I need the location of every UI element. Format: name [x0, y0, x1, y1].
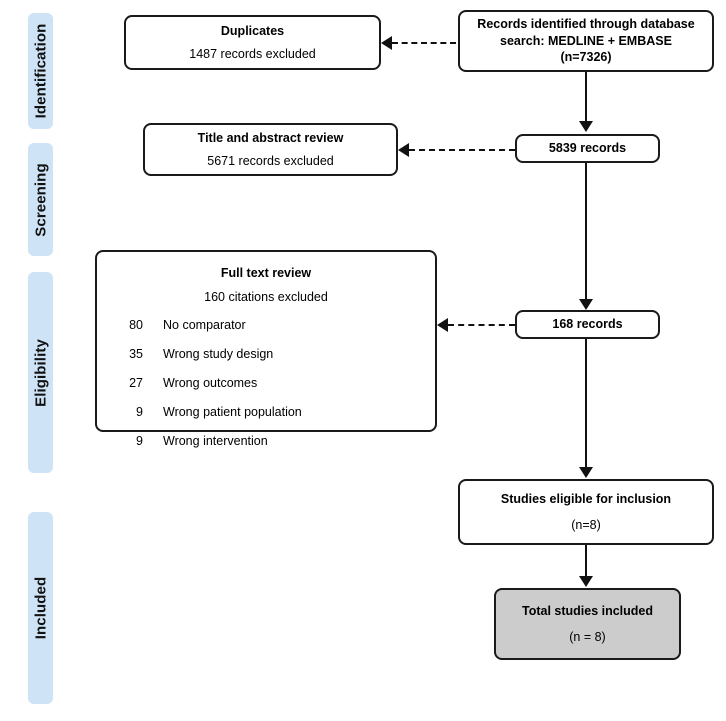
exclusion-reason-list: 80 No comparator 35 Wrong study design 2… [97, 318, 435, 448]
reason-text: Wrong intervention [163, 434, 268, 448]
arrowhead-full-text [437, 318, 448, 332]
duplicates-title: Duplicates [220, 23, 285, 38]
box-records-after-dedup: 5839 records [515, 134, 660, 163]
connector-dashed-duplicates [392, 42, 456, 44]
list-item: 9 Wrong intervention [97, 434, 435, 448]
eligible-count: (n=8) [571, 517, 601, 532]
phase-label-screening: Screening [32, 162, 49, 237]
records-identified-count: (n=7326) [560, 50, 612, 65]
phase-label-included: Included [32, 576, 49, 640]
full-text-sub: 160 citations excluded [204, 290, 328, 304]
full-text-title: Full text review [220, 266, 312, 280]
phase-bar-screening: Screening [28, 143, 53, 256]
arrowhead-168 [579, 299, 593, 310]
box-duplicates: Duplicates 1487 records excluded [124, 15, 381, 70]
connector-identified-to-5839 [585, 72, 588, 122]
total-included-title: Total studies included [521, 603, 654, 618]
title-abstract-sub: 5671 records excluded [207, 153, 334, 168]
records-screened-title: 168 records [552, 317, 623, 332]
reason-count: 80 [129, 318, 143, 332]
reason-text: No comparator [163, 318, 246, 332]
box-records-screened: 168 records [515, 310, 660, 339]
box-records-identified: Records identified through database sear… [458, 10, 714, 72]
box-studies-eligible: Studies eligible for inclusion (n=8) [458, 479, 714, 545]
arrowhead-total [579, 576, 593, 587]
connector-dashed-full-text [448, 324, 515, 326]
phase-bar-identification: Identification [28, 13, 53, 129]
arrowhead-eligible [579, 467, 593, 478]
reason-count: 9 [136, 434, 143, 448]
arrowhead-5839 [579, 121, 593, 132]
reason-count: 35 [129, 347, 143, 361]
reason-text: Wrong outcomes [163, 376, 258, 390]
box-total-studies-included: Total studies included (n = 8) [494, 588, 681, 660]
list-item: 80 No comparator [97, 318, 435, 332]
arrowhead-title-abstract [398, 143, 409, 157]
connector-eligible-to-total [585, 545, 588, 577]
reason-text: Wrong patient population [163, 405, 302, 419]
records-identified-title-line2: search: MEDLINE + EMBASE [500, 33, 672, 48]
duplicates-sub: 1487 records excluded [189, 46, 316, 61]
records-identified-title: Records identified through database [477, 16, 695, 31]
list-item: 9 Wrong patient population [97, 405, 435, 419]
box-full-text-review: Full text review 160 citations excluded … [95, 250, 437, 448]
phase-bar-included: Included [28, 512, 53, 704]
records-after-dedup-title: 5839 records [548, 141, 627, 156]
total-included-count: (n = 8) [569, 629, 606, 644]
title-abstract-title: Title and abstract review [197, 130, 344, 145]
phase-label-eligibility: Eligibility [32, 338, 49, 407]
reason-count: 9 [136, 405, 143, 419]
list-item: 35 Wrong study design [97, 347, 435, 361]
arrowhead-duplicates [381, 36, 392, 50]
connector-168-to-eligible [585, 339, 588, 468]
connector-5839-to-168 [585, 163, 588, 300]
phase-label-identification: Identification [32, 23, 49, 119]
connector-dashed-title-abstract [409, 149, 515, 151]
phase-bar-eligibility: Eligibility [28, 272, 53, 473]
reason-count: 27 [129, 376, 143, 390]
reason-text: Wrong study design [163, 347, 274, 361]
list-item: 27 Wrong outcomes [97, 376, 435, 390]
eligible-title: Studies eligible for inclusion [500, 491, 672, 506]
box-title-abstract-review: Title and abstract review 5671 records e… [143, 123, 398, 176]
